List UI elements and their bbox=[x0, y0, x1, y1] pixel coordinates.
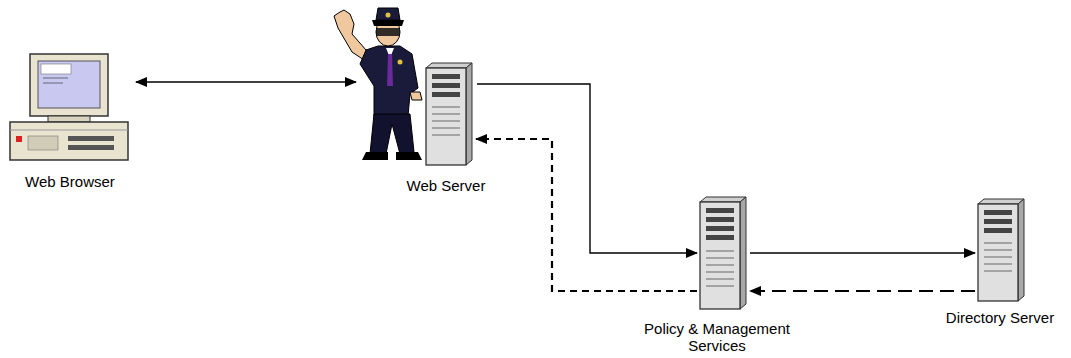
server-tower bbox=[698, 196, 748, 310]
connector-arrow bbox=[750, 252, 975, 253]
connector-arrow bbox=[477, 84, 697, 253]
policeman-figure bbox=[330, 6, 426, 164]
server-node: Web Server bbox=[326, 4, 506, 194]
node-label: Policy & Management Services bbox=[615, 320, 819, 354]
server-node: Directory Server bbox=[930, 196, 1070, 326]
server-tower bbox=[424, 62, 474, 166]
server-node: Policy & Management Services bbox=[612, 194, 822, 354]
computer-icon bbox=[8, 52, 132, 164]
connector-arrow bbox=[476, 139, 697, 291]
node-label: Web Browser bbox=[23, 173, 117, 190]
node-label: Web Server bbox=[405, 177, 488, 194]
node-label: Directory Server bbox=[944, 309, 1056, 326]
browser-node: Web Browser bbox=[0, 50, 140, 190]
connector-arrow bbox=[136, 81, 356, 82]
server-tower bbox=[976, 198, 1026, 302]
connector-arrow bbox=[750, 290, 975, 292]
